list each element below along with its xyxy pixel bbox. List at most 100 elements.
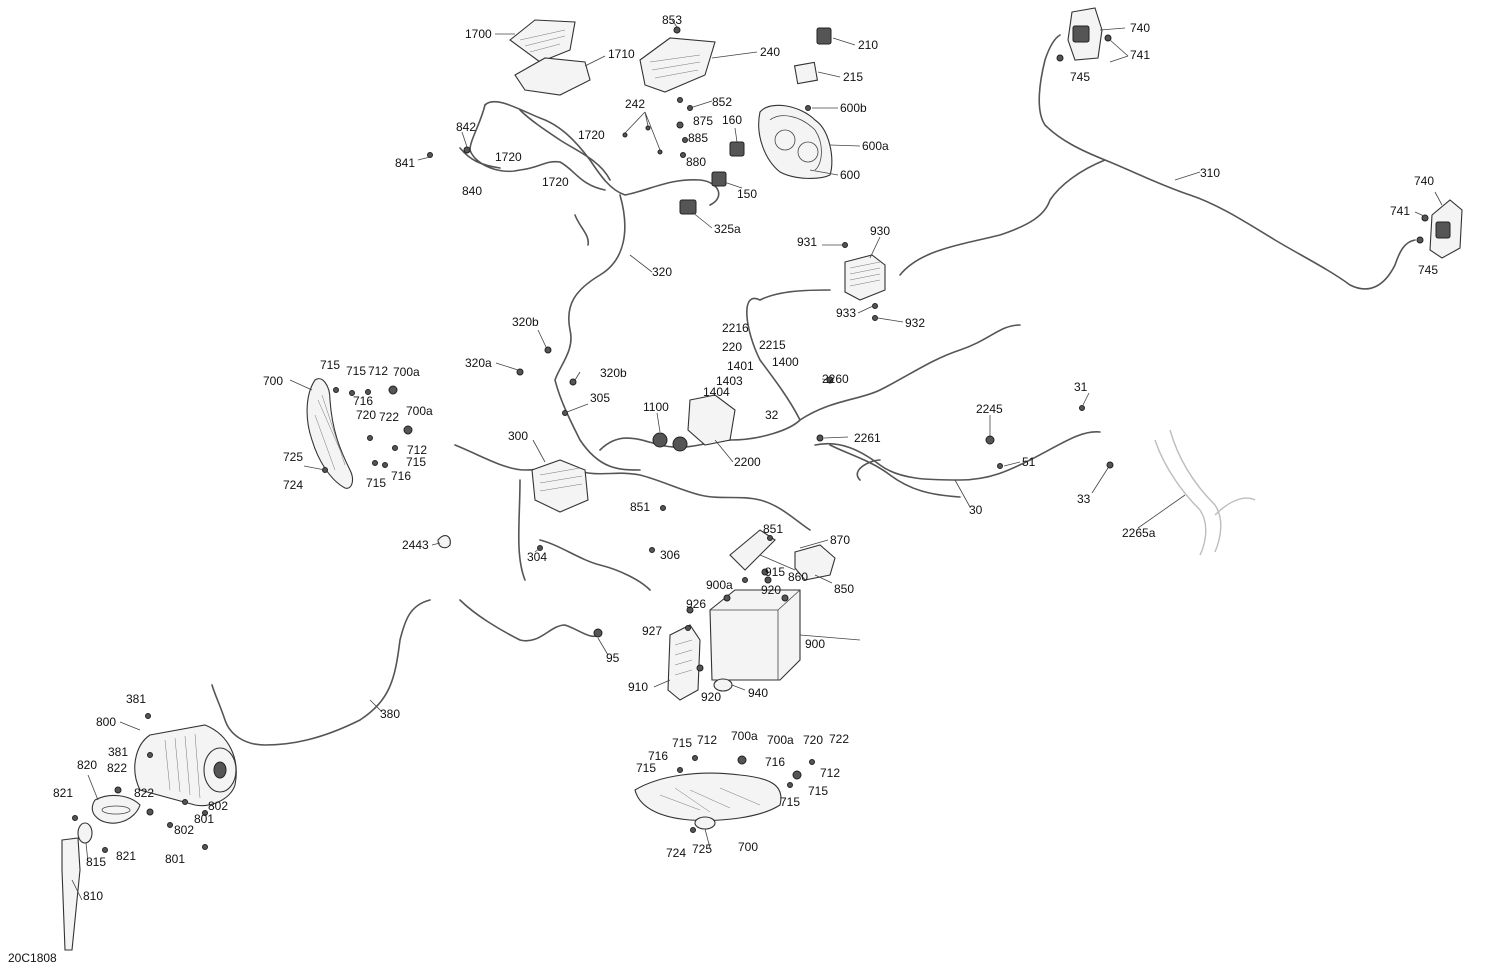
label-920-a: 920: [761, 583, 781, 597]
label-1400: 1400: [772, 355, 799, 369]
hw-712-L2: [392, 445, 398, 451]
label-740-right: 740: [1414, 174, 1434, 188]
relay-1100-a: [652, 432, 668, 448]
screw-821a: [72, 815, 78, 821]
clip-745a: [1056, 54, 1064, 62]
label-915: 915: [765, 565, 785, 579]
leader-1100: [656, 412, 661, 433]
leader-51: [1003, 461, 1021, 467]
figure-code: 20C1808: [8, 951, 57, 965]
label-1720-b: 1720: [495, 150, 522, 164]
connector-95: [593, 628, 603, 638]
taillight-740-top-lens: [1072, 25, 1090, 43]
bracket-1700: [509, 19, 576, 63]
label-801-a: 801: [194, 812, 214, 826]
label-1401: 1401: [727, 359, 754, 373]
hw-720-R: [809, 759, 815, 765]
label-900a: 900a: [706, 578, 733, 592]
switch-160: [729, 141, 745, 157]
harness-30: [829, 444, 961, 498]
label-725-left: 725: [283, 450, 303, 464]
leader-740b: [1434, 191, 1443, 206]
connector-320b-upper: [544, 346, 552, 354]
label-95: 95: [606, 651, 620, 665]
leader-940: [731, 684, 746, 691]
hw-715-L1: [333, 387, 339, 393]
battery-terminal-neg: [723, 594, 731, 602]
harness-310: [899, 34, 1416, 290]
label-715-right-2: 715: [636, 761, 656, 775]
clip-851a: [660, 505, 666, 511]
label-600a: 600a: [862, 139, 889, 153]
label-715-left-3: 715: [406, 455, 426, 469]
leader-150: [723, 181, 743, 189]
label-1404: 1404: [703, 385, 730, 399]
clip-880: [680, 152, 686, 158]
harness-main: [454, 289, 831, 591]
label-930: 930: [870, 224, 890, 238]
label-381-b: 381: [108, 745, 128, 759]
clip-2261: [816, 434, 824, 442]
callout-labels: 1700 1710 853 240 210 215 852 600b 242 8…: [8, 13, 1438, 965]
bolt-801a: [202, 810, 208, 816]
leader-815: [85, 842, 89, 863]
label-320b-lower: 320b: [600, 366, 627, 380]
label-801-b: 801: [165, 852, 185, 866]
hw-715-L4: [372, 460, 378, 466]
label-715-left-4: 715: [366, 476, 386, 490]
label-150: 150: [737, 187, 757, 201]
label-381-a: 381: [126, 692, 146, 706]
leader-841: [417, 156, 431, 161]
label-720-left: 720: [356, 408, 376, 422]
label-900: 900: [805, 637, 825, 651]
label-2216: 2216: [722, 321, 749, 335]
label-716-right-1: 716: [648, 749, 668, 763]
hw-715-R3: [787, 782, 793, 788]
leader-2265a: [1137, 494, 1186, 529]
leader-850: [814, 574, 833, 584]
screw-381b: [147, 752, 153, 758]
label-700-right: 700: [738, 840, 758, 854]
leader-741b: [1414, 211, 1425, 217]
battery-terminal-pos: [781, 594, 789, 602]
label-875: 875: [693, 114, 713, 128]
label-306: 306: [660, 548, 680, 562]
bolt-802a: [182, 799, 188, 805]
label-320b-upper: 320b: [512, 315, 539, 329]
label-933: 933: [836, 306, 856, 320]
label-880: 880: [686, 155, 706, 169]
leader-305: [566, 403, 589, 413]
label-722-right: 722: [829, 732, 849, 746]
grommet-2443: [437, 535, 451, 549]
bulb-700a-R1: [737, 755, 747, 765]
gauge-cluster-600: [758, 104, 833, 179]
leader-210: [832, 37, 856, 46]
hook-strap-810: [61, 837, 81, 951]
leader-810: [71, 879, 83, 901]
label-33: 33: [1077, 492, 1091, 506]
label-870: 870: [830, 533, 850, 547]
leader-740a: [1099, 27, 1126, 31]
clip-31: [1079, 405, 1085, 411]
label-300: 300: [508, 429, 528, 443]
leader-800: [119, 721, 141, 731]
nut-822a: [114, 786, 122, 794]
label-310: 310: [1200, 166, 1220, 180]
label-51: 51: [1022, 455, 1036, 469]
screw-600b: [805, 105, 811, 111]
leader-320a: [495, 362, 519, 371]
leader-30: [954, 479, 971, 508]
module-2200: [687, 394, 736, 446]
bulb-700a-R2: [792, 770, 802, 780]
bulb-700a-L1: [388, 385, 398, 395]
washer-932: [872, 315, 878, 321]
holder-910-hatch: [674, 639, 693, 676]
fuse-215: [793, 61, 819, 85]
screw-931: [842, 242, 848, 248]
taillight-740-right-lens: [1435, 221, 1451, 239]
leader-325a: [691, 211, 713, 229]
label-242: 242: [625, 97, 645, 111]
label-160: 160: [722, 113, 742, 127]
label-852: 852: [712, 95, 732, 109]
